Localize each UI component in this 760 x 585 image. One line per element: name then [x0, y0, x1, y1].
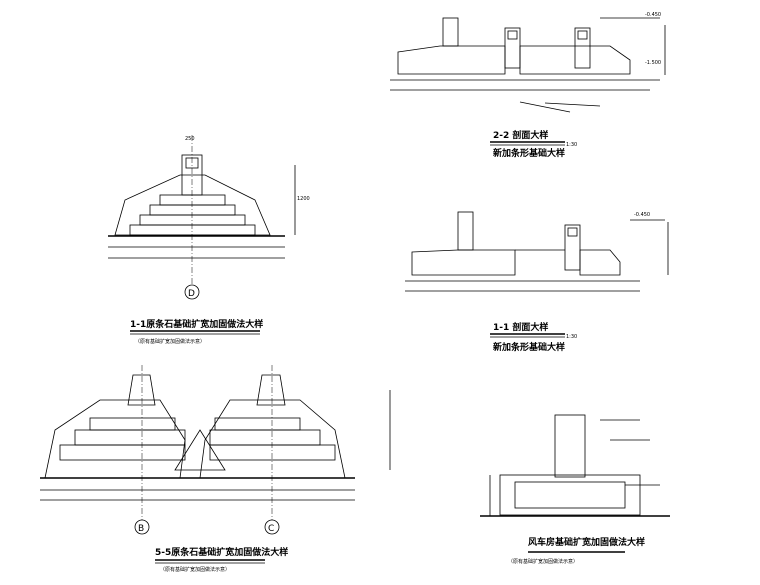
scale-label: 1:30 [566, 142, 577, 148]
section-2-2-drawing: -0.450 -1.500 2-2 剖面大样 1:30 新加条形基础大样 [390, 12, 666, 159]
subtitle: （原有基础扩宽加固做法示意） [508, 558, 578, 565]
subtitle: （原有基础扩宽加固做法示意） [160, 566, 230, 573]
windmill-foundation-drawing: 风车房基础扩宽加固做法大样 （原有基础扩宽加固做法示意） [480, 414, 670, 565]
section-1-1-old-drawing: 250 1200 D 1-1原条石基础扩宽加固做法大样 （原有基础扩宽加固做法示… [108, 135, 310, 345]
title: 1-1 剖面大样 [493, 321, 548, 333]
section-5-5-drawing: B C 5-5原条石基础扩宽加固做法大样 （原有基础扩宽加固做法示意） [40, 365, 391, 573]
subtitle: 新加条形基础大样 [493, 147, 565, 159]
title: 5-5原条石基础扩宽加固做法大样 [155, 546, 288, 558]
scale-label: 1:30 [566, 334, 577, 340]
elevation-label: -0.450 [645, 12, 661, 18]
elevation-label: -1.500 [645, 60, 661, 66]
axis-label: D [188, 289, 195, 299]
elevation-label: -0.450 [634, 212, 650, 218]
title: 风车房基础扩宽加固做法大样 [528, 536, 645, 548]
title: 2-2 剖面大样 [493, 129, 548, 141]
axis-label-b: B [138, 524, 144, 534]
title: 1-1原条石基础扩宽加固做法大样 [130, 318, 263, 330]
dim-label: 250 [185, 136, 195, 142]
subtitle: （原有基础扩宽加固做法示意） [135, 338, 205, 345]
dim-label: 1200 [297, 196, 310, 202]
section-1-1-new-drawing: -0.450 1-1 剖面大样 1:30 新加条形基础大样 [405, 211, 669, 353]
axis-label-c: C [268, 524, 274, 534]
subtitle: 新加条形基础大样 [493, 341, 565, 353]
